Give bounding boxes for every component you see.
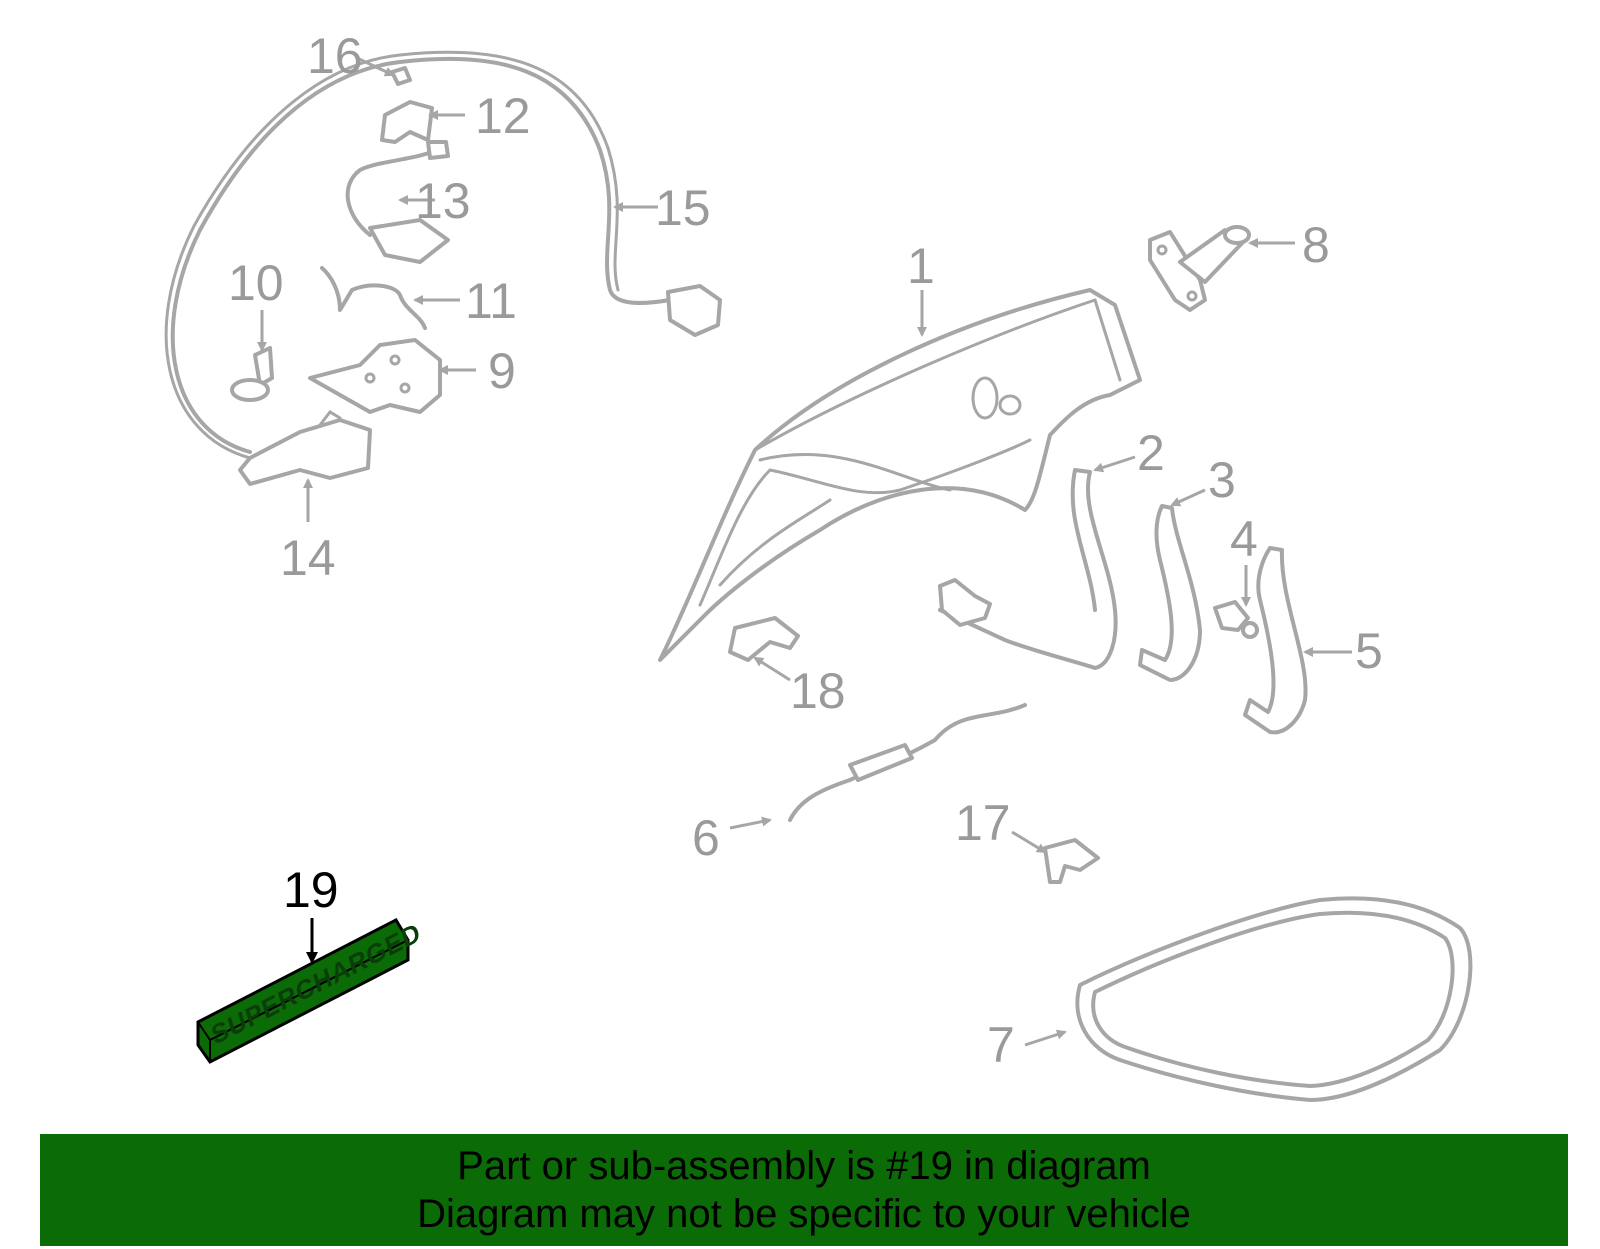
callout-8: 8 — [1302, 217, 1330, 273]
callout-4: 4 — [1230, 511, 1258, 567]
bumper — [230, 346, 274, 402]
callout-6: 6 — [692, 810, 720, 866]
callout-18: 18 — [790, 663, 846, 719]
hinge-strap-mount — [938, 578, 992, 627]
torsion-bar-left — [938, 468, 1118, 670]
lid-support-strut — [788, 703, 1027, 822]
weatherstrip — [1075, 896, 1473, 1102]
callout-14: 14 — [280, 530, 336, 586]
banner-line-1: Part or sub-assembly is #19 in diagram — [457, 1144, 1151, 1188]
info-banner: Part or sub-assembly is #19 in diagram D… — [40, 1134, 1568, 1246]
callout-9: 9 — [488, 343, 516, 399]
callout-10: 10 — [228, 255, 284, 311]
trunk-lid — [658, 288, 1142, 662]
lock-rod — [320, 266, 427, 330]
emblem-text: SUPERCHARGED — [208, 916, 424, 1051]
latch-plate — [308, 338, 442, 414]
callout-17: 17 — [955, 795, 1011, 851]
bolt — [1213, 600, 1259, 639]
callout-3: 3 — [1208, 452, 1236, 508]
banner-line-2: Diagram may not be specific to your vehi… — [417, 1192, 1191, 1236]
hinge-strap-3 — [1138, 504, 1202, 682]
callout-2: 2 — [1137, 425, 1165, 481]
release-cable — [164, 50, 722, 460]
lid-striker — [1148, 225, 1251, 312]
leader-lines — [257, 56, 1352, 1047]
callout-13: 13 — [415, 173, 471, 229]
release-bracket — [380, 100, 434, 144]
wiring-harness — [345, 140, 450, 264]
callouts: 1 2 3 4 5 6 7 8 9 10 11 12 13 14 15 16 1… — [228, 28, 1383, 1073]
trunk-latch — [238, 410, 372, 486]
callout-15: 15 — [655, 180, 711, 236]
lid-bracket — [728, 616, 800, 662]
callout-5: 5 — [1355, 623, 1383, 679]
callout-1: 1 — [907, 238, 935, 294]
lid-clip — [1043, 838, 1100, 884]
callout-12: 12 — [475, 88, 531, 144]
callout-19: 19 — [283, 862, 339, 918]
cable-clip — [390, 66, 412, 86]
hinge-strap-5 — [1243, 546, 1308, 735]
callout-11: 11 — [465, 273, 517, 329]
callout-16: 16 — [307, 28, 363, 84]
callout-7: 7 — [987, 1017, 1015, 1073]
